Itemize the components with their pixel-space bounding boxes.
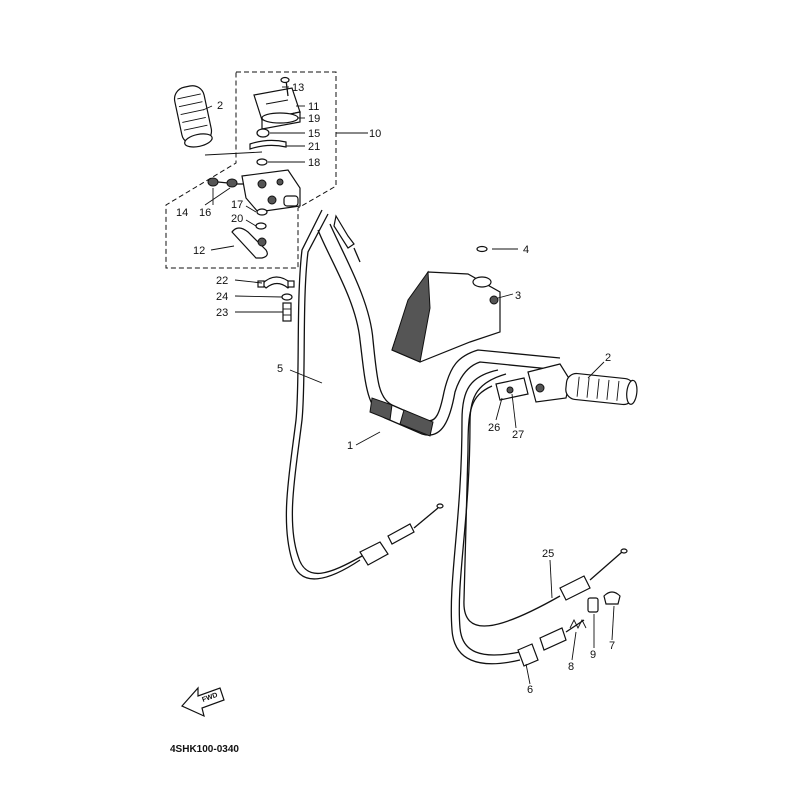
callout-8: 8 xyxy=(568,661,574,673)
washer-17 xyxy=(256,208,268,216)
callout-6: 6 xyxy=(527,684,533,696)
callout-13: 13 xyxy=(292,82,304,94)
adjuster-9 xyxy=(587,597,599,613)
screw-16 xyxy=(226,178,244,188)
washer-15 xyxy=(256,128,270,138)
right-lever-housing xyxy=(495,363,571,403)
callout-2-right: 2 xyxy=(605,352,611,364)
callout-5: 5 xyxy=(277,363,283,375)
throttle-cable xyxy=(285,209,444,580)
diagram-code: 4SHK100-0340 xyxy=(170,744,239,755)
callout-21: 21 xyxy=(308,141,320,153)
callout-16: 16 xyxy=(199,207,211,219)
leader-lines xyxy=(202,86,615,685)
spring-8 xyxy=(569,618,587,630)
cover-screw xyxy=(280,76,290,97)
callout-24: 24 xyxy=(216,291,228,303)
assembly-boundary xyxy=(165,71,337,269)
throttle-lever-12 xyxy=(231,227,268,259)
callout-9: 9 xyxy=(590,649,596,661)
lever-21 xyxy=(249,139,287,150)
washer-20 xyxy=(255,222,267,230)
callout-18: 18 xyxy=(308,157,320,169)
gasket-19 xyxy=(261,112,299,124)
callout-12: 12 xyxy=(193,245,205,257)
lever-cable xyxy=(450,369,585,667)
callout-17: 17 xyxy=(231,199,243,211)
handlebar-cover xyxy=(391,270,501,363)
right-grip xyxy=(565,372,638,406)
callout-14: 14 xyxy=(176,207,188,219)
throttle-cable-end xyxy=(333,214,361,263)
callout-25: 25 xyxy=(542,548,554,560)
bolt-23 xyxy=(282,302,292,322)
screw-14 xyxy=(207,177,229,187)
callout-19: 19 xyxy=(308,113,320,125)
callout-26: 26 xyxy=(488,422,500,434)
callout-2-left: 2 xyxy=(217,100,223,112)
callout-15: 15 xyxy=(308,128,320,140)
throttle-housing xyxy=(241,169,301,213)
washer-18 xyxy=(256,158,268,166)
left-grip xyxy=(173,85,213,148)
callout-4: 4 xyxy=(523,244,529,256)
callout-10: 10 xyxy=(369,128,381,140)
callout-23: 23 xyxy=(216,307,228,319)
handlebar xyxy=(317,223,561,437)
callout-22: 22 xyxy=(216,275,228,287)
clamp-22 xyxy=(257,276,295,289)
fwd-arrow-icon: FWD xyxy=(181,686,225,718)
second-cable xyxy=(463,385,628,627)
callout-labels: 1 2 2 3 4 5 6 7 8 9 10 11 12 13 14 15 16… xyxy=(176,82,615,696)
plug-4 xyxy=(476,245,488,253)
callout-7: 7 xyxy=(609,640,615,652)
callout-27: 27 xyxy=(512,429,524,441)
washer-24 xyxy=(281,293,293,301)
callout-1: 1 xyxy=(347,440,353,452)
callout-20: 20 xyxy=(231,213,243,225)
callout-3: 3 xyxy=(515,290,521,302)
callout-11: 11 xyxy=(308,101,319,113)
cable-end-7 xyxy=(603,591,621,605)
